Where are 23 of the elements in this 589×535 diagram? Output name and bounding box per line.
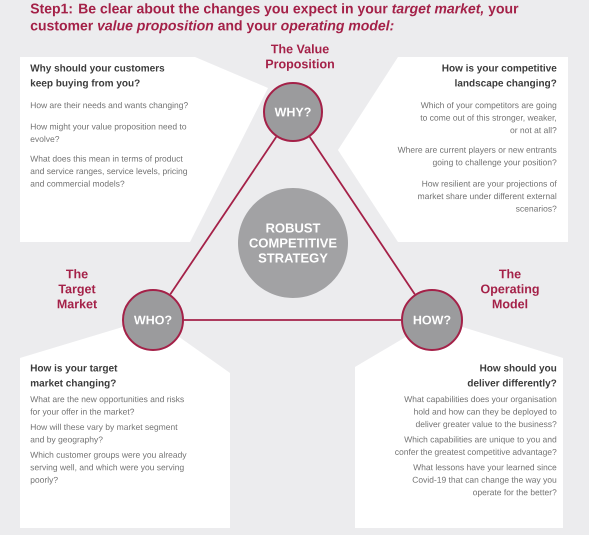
question-text: What are the new opportunities and risks for your offer in the market? xyxy=(30,396,184,416)
question-text: Which of your competitors are going to come out of this stronger, weaker, or not at all? xyxy=(420,102,556,134)
question-text: What capabilities does your organisation hold and how can they be deployed to deliver greater value to the business? xyxy=(404,396,556,429)
question-text: How are their needs and wants changing? xyxy=(30,102,188,110)
title: Step1: Be clear about the changes you expect in your target market, your customer value proposition and your operating model: xyxy=(30,3,518,34)
panel-heading: Why should your customers keep buying from you? xyxy=(30,64,164,89)
connector-line xyxy=(184,319,401,321)
connector-line xyxy=(170,136,277,295)
panel-heading: How should you deliver differently? xyxy=(468,364,556,388)
section-label: The Operating Model xyxy=(481,269,539,308)
section-label: The Target Market xyxy=(58,269,97,308)
question-text: What does this mean in terms of product and service ranges, service levels, pricing and commercial models? xyxy=(30,155,187,187)
question-text: Which customer groups were you already serving well, and which were you serving poorly? xyxy=(30,452,187,484)
question-text: How will these vary by market segment and by geography? xyxy=(30,424,178,444)
question-text: What lessons have your learned since Covid-19 that can change the way you operate for the better? xyxy=(412,464,556,497)
panel-heading: How is your target market changing? xyxy=(30,364,118,389)
question-text: How might your value proposition need to evolve? xyxy=(30,123,186,142)
panel-heading: How is your competitive landscape changing? xyxy=(442,64,556,89)
section-label: The Value Proposition xyxy=(266,44,334,71)
question-text: Which capabilities are unique to you and confer the greatest competitive advantage? xyxy=(395,436,556,457)
connector-line xyxy=(308,136,416,295)
question-text: How resilient are your projections of market share under different external scenarios? xyxy=(418,180,557,212)
question-text: Where are current players or new entrants going to challenge your position? xyxy=(398,146,556,167)
